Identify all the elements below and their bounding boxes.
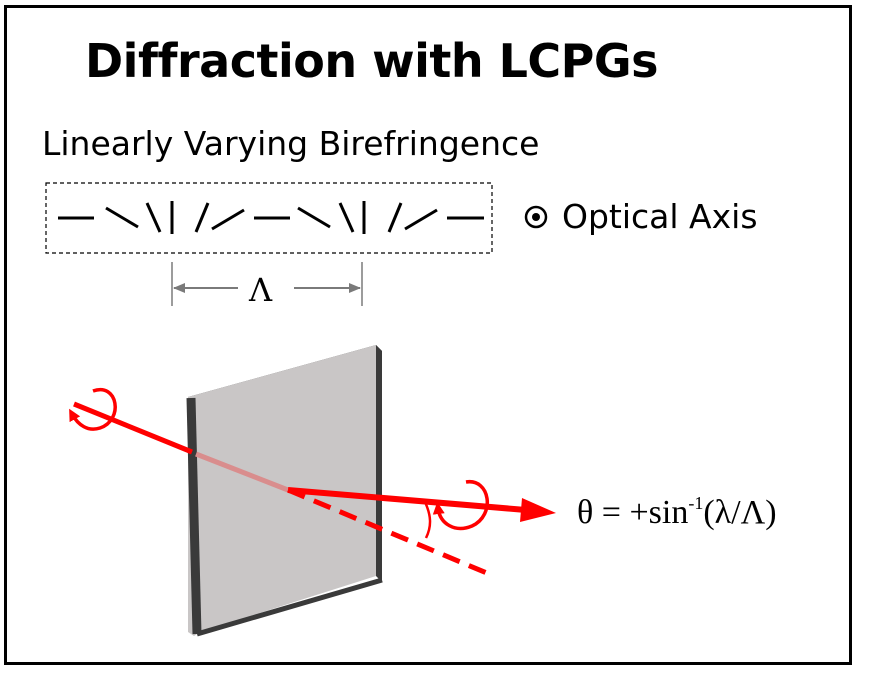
director-330deg: [404, 208, 438, 231]
zero-order-path: [287, 487, 495, 579]
output-polarization-icon: [432, 480, 489, 531]
diffraction-angle-formula: θ = +sin-1(λ/Λ): [577, 493, 777, 531]
director-60deg: [145, 202, 162, 233]
director-120deg: [194, 202, 210, 233]
director-150deg: [211, 208, 245, 231]
diffracted-beam-arrowhead: [520, 498, 556, 522]
diagram-subtitle: Linearly Varying Birefringence: [42, 124, 540, 163]
grating-slab: [186, 345, 383, 637]
incident-beam: [73, 401, 193, 455]
director-pattern: [58, 201, 484, 234]
diagram-title: Diffraction with LCPGs: [85, 34, 659, 88]
incident-polarization-icon: [69, 387, 117, 431]
period-label: Λ: [249, 271, 273, 309]
director-box: [45, 182, 493, 254]
period-dimension: [171, 262, 363, 306]
beam-through-grating: [195, 451, 289, 493]
figure-frame: [4, 5, 852, 665]
diffraction-angle-arc: [423, 501, 432, 539]
director-240deg: [338, 202, 355, 233]
optical-axis-label: Optical Axis: [562, 197, 758, 236]
director-30deg: [105, 206, 139, 229]
optical-axis-icon: [524, 205, 548, 229]
director-300deg: [387, 202, 403, 233]
director-210deg: [297, 206, 331, 229]
